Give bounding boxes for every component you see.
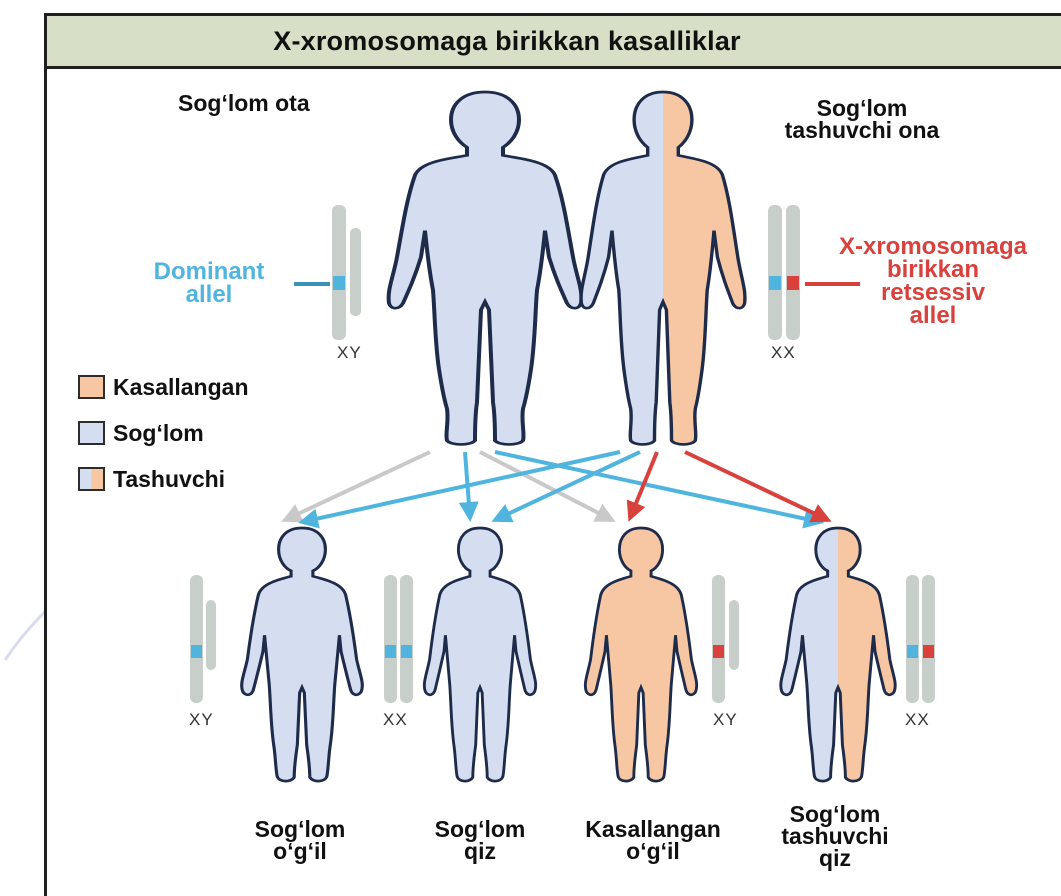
mother-figure (581, 92, 745, 444)
inheritance-arrows (285, 452, 828, 522)
child1-chromosome-label: XY (189, 710, 214, 730)
legend-item-healthy: Sog‘lom (78, 410, 249, 456)
child2-chromosome-label: XX (383, 710, 408, 730)
healthy-swatch (78, 421, 105, 445)
dominant-allele-line2: allel (124, 283, 294, 306)
legend-label-carrier: Tashuvchi (113, 466, 225, 493)
child-healthy-son (242, 528, 363, 781)
carrier-swatch (78, 467, 105, 491)
child3-chromosome-label: XY (713, 710, 738, 730)
child3-label: Kasallangan o‘g‘il (558, 818, 748, 862)
mother-chromosome-label: XX (771, 343, 796, 363)
child4-chromosome-label: XX (905, 710, 930, 730)
child2-chromosomes (384, 575, 413, 703)
father-figure (389, 92, 582, 444)
child3-label-line1: Kasallangan (558, 818, 748, 840)
child4-label: Sog‘lom tashuvchi qiz (750, 803, 920, 869)
child4-chromosomes (906, 575, 935, 703)
affected-swatch (78, 375, 105, 399)
child1-label-line1: Sog‘lom (215, 818, 385, 840)
child4-label-line1: Sog‘lom (750, 803, 920, 825)
recessive-allele-line3: retsessiv (805, 281, 1061, 304)
legend-item-carrier: Tashuvchi (78, 456, 249, 502)
arrow-mother-son1 (302, 452, 620, 522)
legend: Kasallangan Sog‘lom Tashuvchi (78, 364, 249, 502)
mother-label-line1: Sog‘lom (762, 97, 962, 119)
mother-label-line2: tashuvchi ona (762, 119, 962, 141)
child1-label: Sog‘lom o‘g‘il (215, 818, 385, 862)
recessive-allele-label: X-xromosomaga birikkan retsessiv allel (805, 235, 1061, 327)
child2-label-line1: Sog‘lom (410, 818, 550, 840)
father-chromosome-label: XY (337, 343, 362, 363)
child-affected-son (585, 528, 696, 781)
legend-item-affected: Kasallangan (78, 364, 249, 410)
child-carrier-daughter (781, 528, 895, 781)
child1-label-line2: o‘g‘il (215, 840, 385, 862)
legend-label-healthy: Sog‘lom (113, 420, 204, 447)
recessive-allele-line4: allel (805, 304, 1061, 327)
child2-label: Sog‘lom qiz (410, 818, 550, 862)
child2-label-line2: qiz (410, 840, 550, 862)
legend-label-affected: Kasallangan (113, 374, 249, 401)
father-label: Sog‘lom ota (178, 92, 368, 114)
recessive-allele-line1: X-xromosomaga (805, 235, 1061, 258)
child3-label-line2: o‘g‘il (558, 840, 748, 862)
child1-chromosomes (190, 575, 216, 703)
father-chromosomes (294, 205, 361, 340)
dominant-allele-label: Dominant allel (124, 260, 294, 306)
child3-chromosomes (712, 575, 739, 703)
child4-label-line3: qiz (750, 847, 920, 869)
mother-label: Sog‘lom tashuvchi ona (762, 97, 962, 141)
child4-label-line2: tashuvchi (750, 825, 920, 847)
recessive-allele-line2: birikkan (805, 258, 1061, 281)
child-healthy-daughter (424, 528, 535, 781)
dominant-allele-line1: Dominant (124, 260, 294, 283)
